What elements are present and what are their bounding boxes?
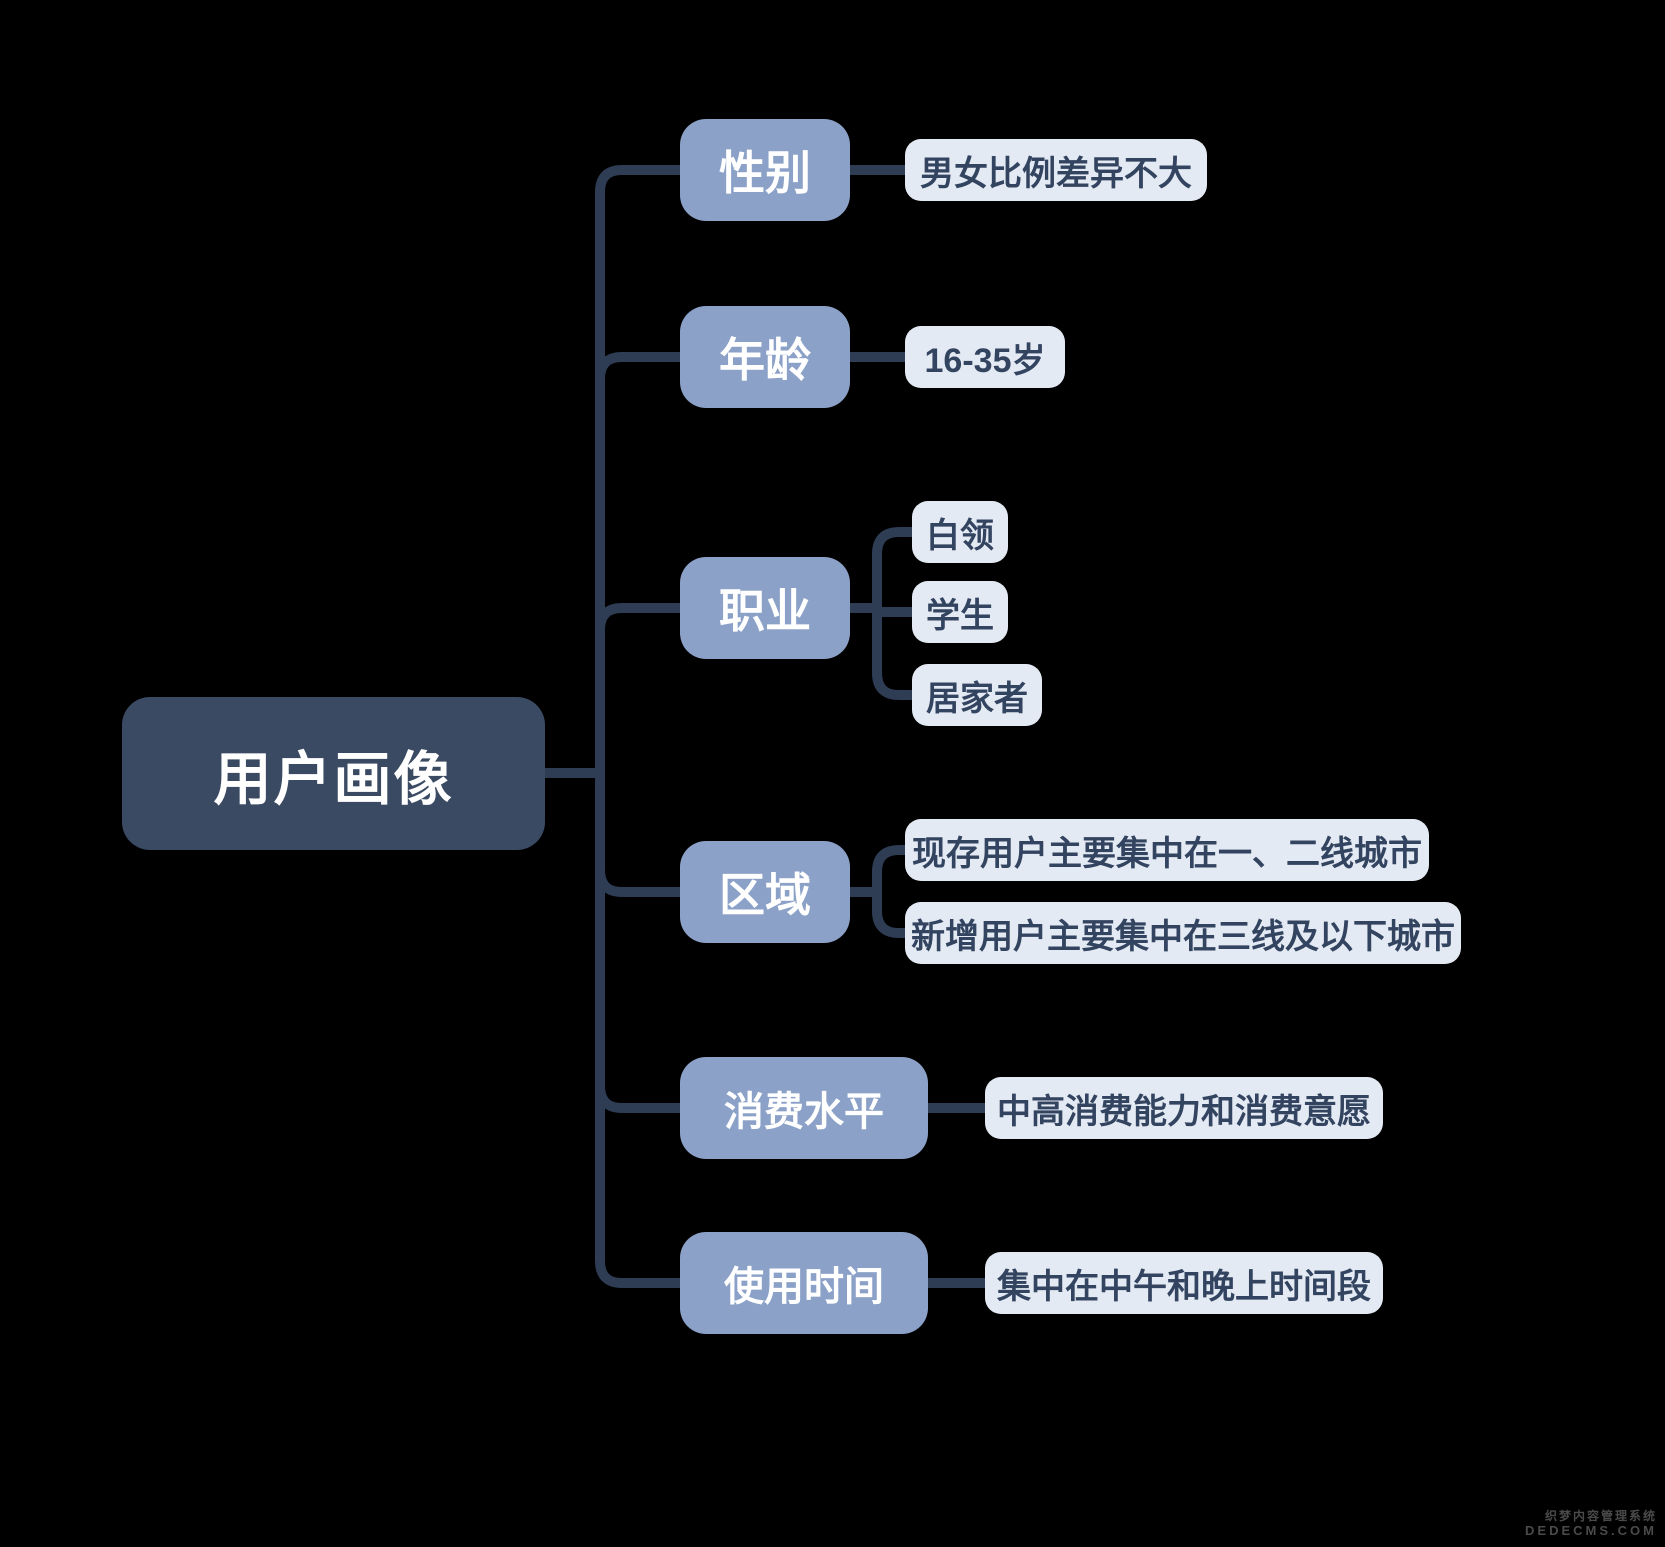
leaf-node-existing-users-cities[interactable]: 现存用户主要集中在一、二线城市	[905, 819, 1429, 881]
leaf-node-usage-periods[interactable]: 集中在中午和晚上时间段	[985, 1252, 1383, 1314]
branch-node-usage-time[interactable]: 使用时间	[680, 1232, 928, 1334]
watermark-cms-name: 织梦内容管理系统	[1544, 1509, 1657, 1524]
leaf-line-homebody	[872, 603, 923, 700]
branch-line-gender	[595, 165, 689, 778]
branch-line-occupation	[595, 603, 689, 778]
leaf-node-consumption-ability[interactable]: 中高消费能力和消费意愿	[985, 1077, 1383, 1139]
leaf-line-new-users	[872, 887, 917, 938]
branch-line-usage-time	[595, 768, 689, 1288]
leaf-node-student[interactable]: 学生	[912, 581, 1008, 643]
leaf-node-white-collar[interactable]: 白领	[912, 501, 1008, 563]
branch-node-region[interactable]: 区域	[680, 841, 850, 943]
branch-node-gender[interactable]: 性别	[680, 119, 850, 221]
leaf-node-gender-ratio[interactable]: 男女比例差异不大	[905, 139, 1207, 201]
leaf-node-homebody[interactable]: 居家者	[912, 664, 1042, 726]
branch-line-consumption	[595, 768, 689, 1113]
leaf-line-existing-users	[872, 845, 917, 897]
branch-node-occupation[interactable]: 职业	[680, 557, 850, 659]
leaf-line-white-collar	[872, 527, 923, 613]
watermark: 织梦内容管理系统 DEDECMS.COM	[1525, 1509, 1657, 1539]
leaf-node-new-users-cities[interactable]: 新增用户主要集中在三线及以下城市	[905, 902, 1461, 964]
leaf-node-age-range[interactable]: 16-35岁	[905, 326, 1065, 388]
branch-line-region	[595, 768, 689, 897]
branch-node-age[interactable]: 年龄	[680, 306, 850, 408]
central-node-user-persona[interactable]: 用户画像	[122, 697, 545, 850]
watermark-cms-domain: DEDECMS.COM	[1525, 1523, 1657, 1539]
branch-line-age	[595, 352, 689, 778]
branch-node-consumption-level[interactable]: 消费水平	[680, 1057, 928, 1159]
